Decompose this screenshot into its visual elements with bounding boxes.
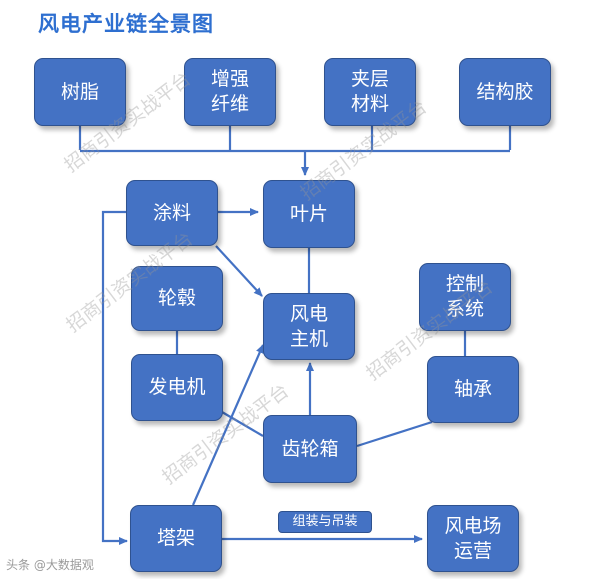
node-wind-farm-operation: 风电场 运营: [427, 505, 519, 572]
node-tower: 塔架: [130, 505, 222, 572]
node-hub: 轮毂: [131, 266, 223, 331]
edge-generator-gearbox: [221, 411, 264, 437]
node-coating: 涂料: [126, 180, 218, 246]
node-generator: 发电机: [131, 354, 223, 421]
edge-label-assembly: 组装与吊装: [278, 511, 372, 533]
node-blade: 叶片: [263, 180, 355, 248]
node-resin: 树脂: [34, 58, 126, 126]
edge-coating-to-main: [215, 245, 263, 297]
edge-coating-to-tower: [101, 210, 128, 545]
edge-tower-to-main: [191, 344, 265, 506]
node-sandwich-material: 夹层 材料: [324, 58, 416, 126]
corner-watermark: 头条 @大数据观: [6, 558, 94, 572]
node-reinforced-fiber: 增强 纤维: [184, 58, 276, 126]
node-structural-adhesive: 结构胶: [459, 58, 551, 126]
page-title: 风电产业链全景图: [38, 12, 214, 36]
node-control-system: 控制 系统: [419, 263, 511, 331]
node-bearing: 轴承: [427, 356, 519, 423]
node-main-unit: 风电 主机: [263, 293, 355, 360]
node-gearbox: 齿轮箱: [263, 415, 357, 483]
edge-gearbox-bearing: [356, 420, 433, 448]
